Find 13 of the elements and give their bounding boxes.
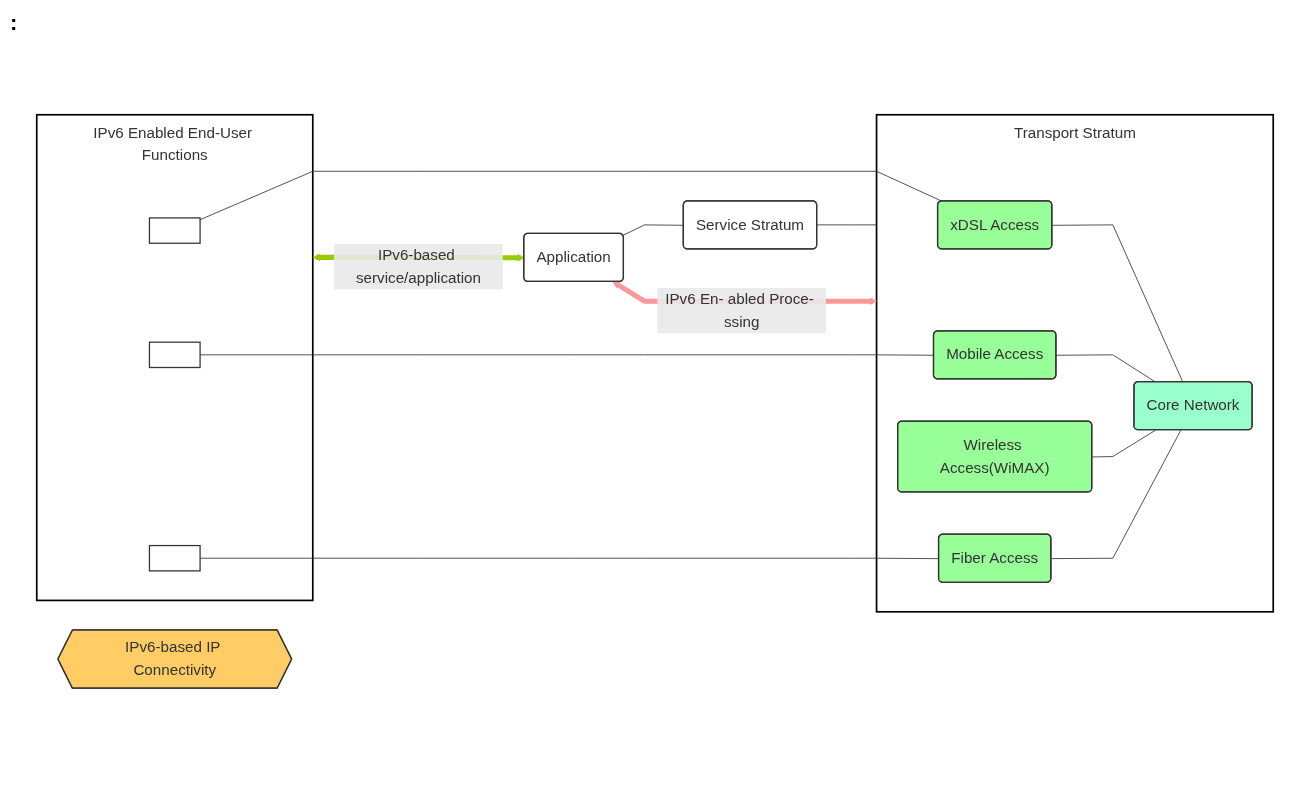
cluster: IPv6 Enabled End-User Functions — [35, 113, 314, 602]
node-box — [148, 217, 201, 244]
connector — [1091, 429, 1156, 458]
node-box — [148, 341, 201, 369]
node-box — [148, 544, 201, 572]
edge-label: IPv6-based service/application — [355, 246, 481, 287]
connector — [199, 170, 943, 221]
connector — [199, 557, 939, 560]
ellipsis-mark: : — [10, 10, 18, 35]
connector — [1051, 224, 1183, 383]
connector — [1055, 354, 1156, 383]
connector — [1050, 429, 1181, 560]
edge-label: IPv6 En- abled Proce- ssing — [664, 290, 814, 330]
